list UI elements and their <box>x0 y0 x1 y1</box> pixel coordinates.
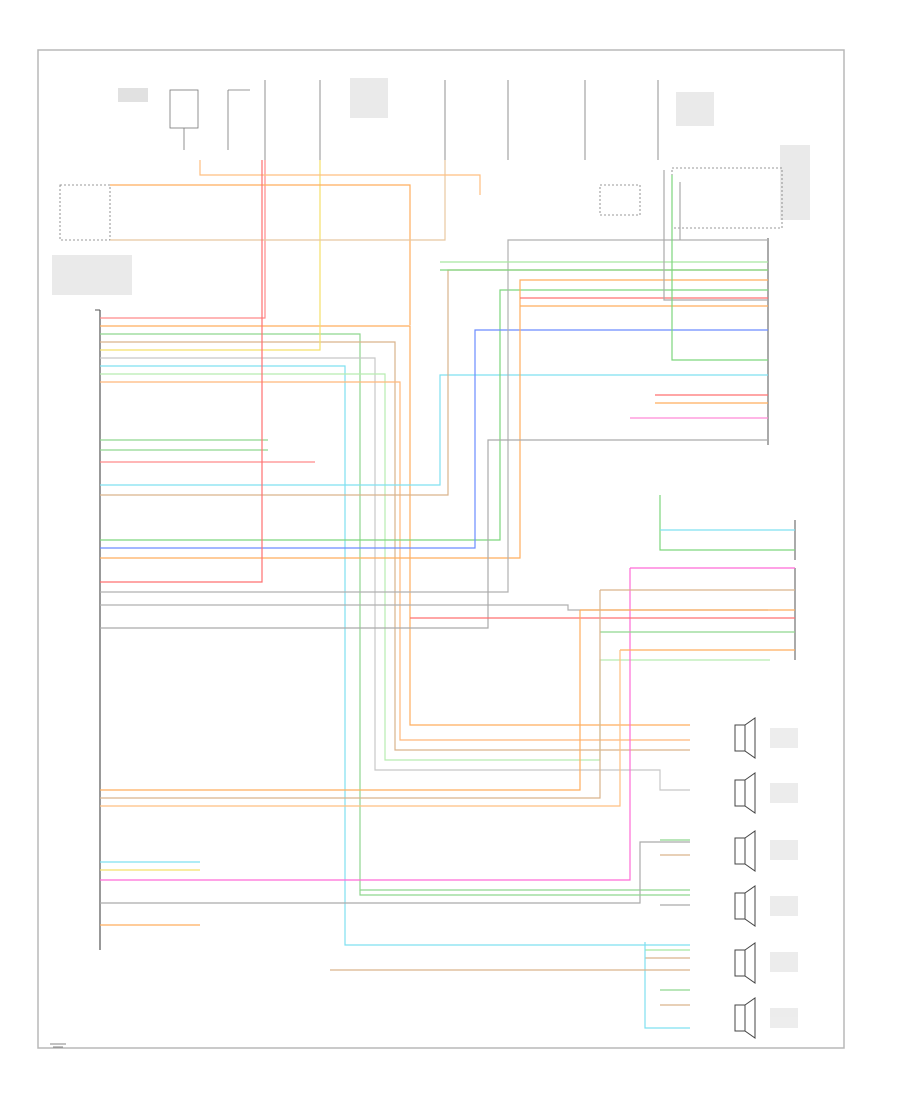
diagram-frame <box>37 49 845 1049</box>
wire-orange-top <box>110 184 411 325</box>
speaker-left-front-symbol <box>734 772 756 814</box>
wire-lightblue-1 <box>100 365 690 946</box>
wire-pink-down <box>100 568 631 881</box>
wire-tan-3 <box>100 590 601 799</box>
wire-red-3 <box>100 160 263 583</box>
speaker-left-tweeter-symbol <box>734 942 756 984</box>
speakers <box>734 717 756 1039</box>
wire-gray-4 <box>100 439 768 629</box>
speaker-right-rear-symbol <box>734 830 756 872</box>
wire-lightblue-2 <box>100 374 768 486</box>
wire-green-vert-right <box>671 175 768 361</box>
top-power-section <box>59 80 783 241</box>
speaker-right-tweeter-symbol <box>734 885 756 927</box>
wire-green-4 <box>100 289 768 541</box>
wire-red-1 <box>100 160 266 319</box>
speaker-left-rear-symbol <box>734 997 756 1039</box>
wire-lightblue-low <box>644 942 690 1029</box>
wire-yellow-1 <box>100 160 321 351</box>
left-connector-box <box>59 184 111 241</box>
wire-green-1 <box>100 333 690 891</box>
wire-gray-5 <box>100 841 690 904</box>
right-connectors <box>767 238 796 660</box>
fuse-labels <box>52 78 810 295</box>
wires <box>100 160 795 1029</box>
wire-tan-top <box>110 160 446 241</box>
wire-lightgreen-1 <box>100 373 770 761</box>
wire-blue-1 <box>100 329 768 549</box>
right-top-connector <box>671 167 783 229</box>
wire-orange-3 <box>100 279 768 559</box>
ground-symbol <box>50 1043 66 1048</box>
wire-gray-1 <box>100 357 690 791</box>
wire-gray-3 <box>100 604 768 611</box>
wire-tan-1 <box>100 341 690 751</box>
speaker-right-front-symbol <box>734 717 756 759</box>
wire-gray-right <box>663 170 768 301</box>
wire-orange-1 <box>100 325 690 726</box>
wire-orange-2 <box>100 381 690 741</box>
radio-connector <box>95 309 101 950</box>
right-ground-box <box>599 184 641 216</box>
wire-orange-4 <box>100 610 581 791</box>
speaker-labels <box>770 728 798 1028</box>
wire-green-far <box>359 890 690 896</box>
wire-gray-2 <box>100 239 768 593</box>
wire-green-cluster <box>659 495 795 551</box>
wire-orange-top2 <box>199 160 481 195</box>
relay-box <box>169 89 199 129</box>
wire-orange-5 <box>100 650 621 807</box>
